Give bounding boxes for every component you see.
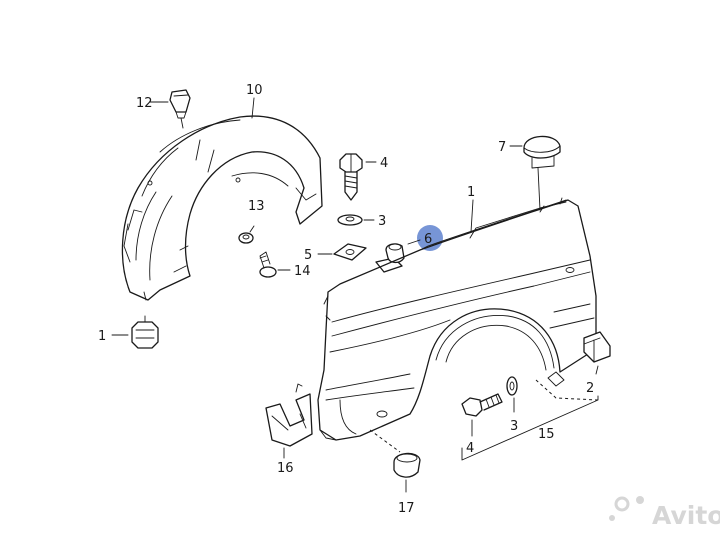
watermark: Avito [609, 496, 720, 530]
leader-line-13 [249, 225, 255, 233]
callout-16: 16 [277, 461, 294, 476]
callout-10: 10 [246, 83, 263, 98]
callout-6: 6 [424, 232, 432, 247]
leader-line-2 [595, 365, 599, 375]
leader-line-6 [407, 239, 421, 245]
callout-3-top: 3 [378, 214, 386, 229]
callout-4-bottom: 4 [466, 441, 474, 456]
callout-1-fender: 1 [467, 185, 475, 200]
fender-part-1 [317, 197, 597, 441]
watermark-text: Avito [652, 501, 720, 530]
cap-part-7 [523, 135, 561, 211]
wheel-arch-liner [121, 115, 323, 301]
bolt-part-4-top [339, 153, 363, 201]
callout-13: 13 [248, 199, 265, 214]
callout-2: 2 [586, 381, 594, 396]
washer-part-3-bottom [506, 376, 518, 396]
liner-plug-part-1 [131, 315, 159, 349]
group-bracket-15 [461, 379, 599, 461]
washer-part-3-top [337, 214, 363, 226]
callout-12: 12 [136, 96, 153, 111]
grommet-part-17 [369, 429, 421, 478]
leader-line-10 [251, 97, 255, 119]
clip-part-12 [169, 89, 191, 129]
screw-part-14 [259, 251, 277, 278]
clip-part-2 [583, 331, 611, 363]
callout-17: 17 [398, 501, 415, 516]
callout-14: 14 [294, 264, 311, 279]
callout-5: 5 [304, 248, 312, 263]
leader-line-1-fender [470, 199, 474, 233]
bolt-part-4-bottom [461, 393, 503, 417]
callout-1-left: 1 [98, 329, 106, 344]
callout-3-bottom: 3 [510, 419, 518, 434]
callout-4-top: 4 [380, 156, 388, 171]
rubber-buffer-part-6 [375, 243, 405, 273]
callout-7: 7 [498, 140, 506, 155]
callout-15: 15 [538, 427, 555, 442]
bracket-part-16 [265, 383, 313, 447]
avito-logo-icon [614, 496, 630, 512]
grommet-part-13 [238, 232, 254, 244]
plate-part-5 [333, 243, 367, 261]
